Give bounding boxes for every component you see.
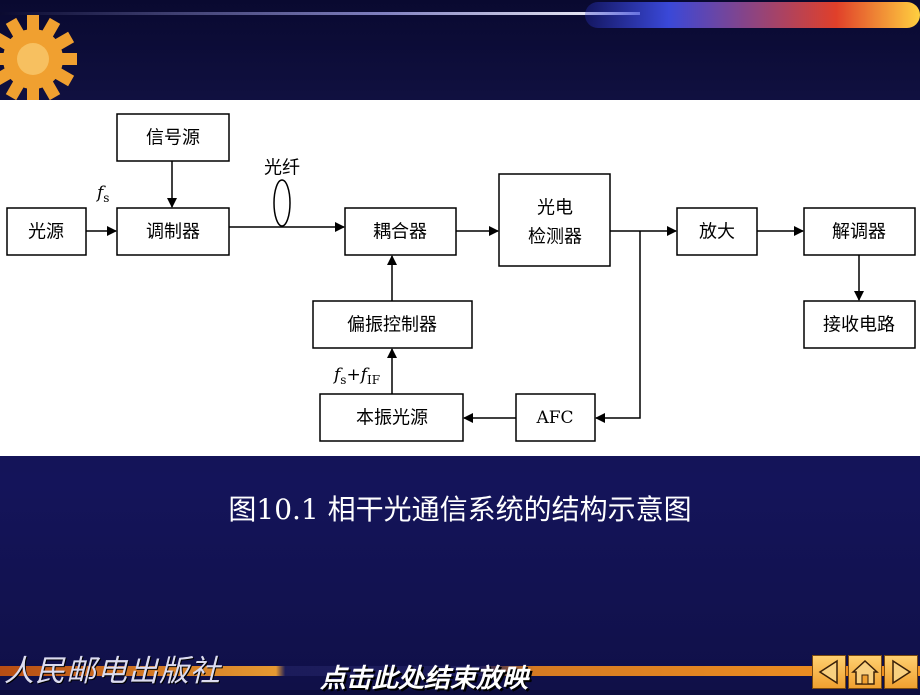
bottom-bar: 人民邮电出版社 点击此处结束放映 <box>0 652 920 694</box>
coherent-optical-system-diagram: 信号源 光源 调制器 耦合器 光电 检测器 放大 解调器 接收电路 偏振控制器 … <box>6 113 916 442</box>
label-local-oscillator: 本振光源 <box>356 408 428 429</box>
label-modulator: 调制器 <box>146 222 200 243</box>
label-coupler: 耦合器 <box>373 222 427 243</box>
label-fiber: 光纤 <box>264 158 300 179</box>
label-polarization-controller: 偏振控制器 <box>347 315 437 336</box>
block-polarization-controller <box>312 300 473 349</box>
label-photodetector-line1: 光电 <box>537 198 573 219</box>
publisher-logo: 人民邮电出版社 <box>4 654 221 689</box>
label-afc: AFC <box>535 408 573 428</box>
bottom-rule <box>0 666 920 676</box>
label-photodetector-line2: 检测器 <box>528 227 582 248</box>
sun-gear-icon <box>0 15 77 103</box>
block-amplifier <box>676 207 758 256</box>
home-icon <box>851 659 879 685</box>
triangle-left-icon <box>818 659 838 685</box>
block-photodetector <box>498 173 611 267</box>
arrow-detector-to-afc <box>595 231 641 423</box>
figure-caption: 图10.1 相干光通信系统的结构示意图 <box>228 493 692 526</box>
home-button[interactable] <box>848 655 882 689</box>
block-modulator <box>116 207 230 256</box>
end-show-button[interactable]: 点击此处结束放映 <box>320 664 529 694</box>
fiber-coil-icon <box>273 179 291 227</box>
label-signal-source: 信号源 <box>146 128 200 149</box>
block-demodulator <box>803 207 916 256</box>
top-rule <box>0 12 640 15</box>
triangle-right-icon <box>892 659 912 685</box>
label-demodulator: 解调器 <box>832 222 886 243</box>
next-slide-button[interactable] <box>884 655 918 689</box>
label-light-source: 光源 <box>28 222 64 243</box>
label-fs: fs <box>95 183 109 205</box>
label-amplifier: 放大 <box>699 222 735 243</box>
label-receiver-circuit: 接收电路 <box>823 315 895 336</box>
previous-slide-button[interactable] <box>812 655 846 689</box>
label-fs-plus-fif: fs+fIF <box>332 365 380 387</box>
top-flare-decoration <box>585 2 920 28</box>
block-signal-source <box>116 113 230 162</box>
block-receiver-circuit <box>803 300 916 349</box>
diagram-panel: 信号源 光源 调制器 耦合器 光电 检测器 放大 解调器 接收电路 偏振控制器 … <box>0 100 920 456</box>
